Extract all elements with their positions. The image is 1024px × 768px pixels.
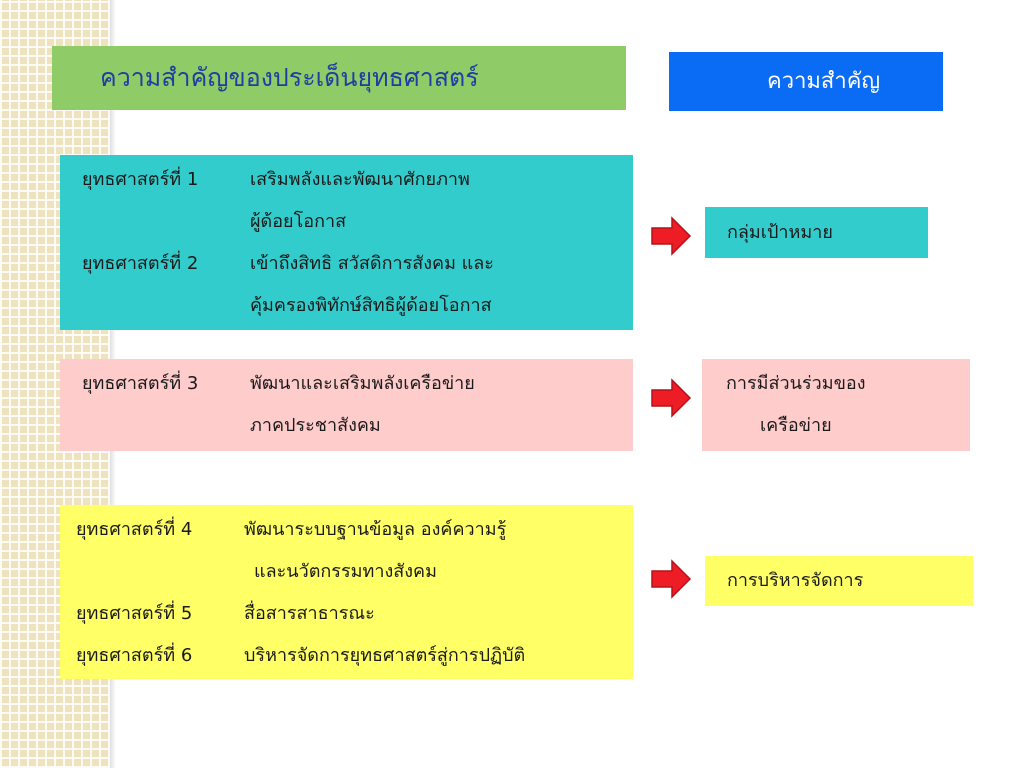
strategy-row: ภาคประชาสังคม: [60, 405, 633, 447]
result-line: เครือข่าย: [760, 415, 832, 436]
result-management: การบริหารจัดการ: [705, 556, 973, 606]
strategy-row: ยุทธศาสตร์ที่ 3 พัฒนาและเสริมพลังเครือข่…: [60, 363, 633, 405]
strategy-label: ยุทธศาสตร์ที่ 5: [76, 603, 193, 624]
strategy-label: ยุทธศาสตร์ที่ 1: [82, 169, 199, 190]
strategy-text: ภาคประชาสังคม: [250, 415, 381, 436]
strategy-text: พัฒนาและเสริมพลังเครือข่าย: [250, 373, 475, 394]
strategy-text: เสริมพลังและพัฒนาศักยภาพ: [250, 169, 470, 190]
strategy-row: ยุทธศาสตร์ที่ 6 บริหารจัดการยุทธศาสตร์สู…: [60, 635, 633, 677]
result-target-group: กลุ่มเป้าหมาย: [705, 207, 928, 258]
right-arrow-icon: [651, 216, 692, 256]
strategy-group-2: ยุทธศาสตร์ที่ 3 พัฒนาและเสริมพลังเครือข่…: [60, 359, 633, 451]
strategy-text: ผู้ด้อยโอกาส: [250, 211, 347, 232]
result-line: การมีส่วนร่วมของ: [726, 373, 866, 394]
strategy-text: เข้าถึงสิทธิ สวัสดิการสังคม และ: [250, 253, 494, 274]
strategy-row: ยุทธศาสตร์ที่ 2 เข้าถึงสิทธิ สวัสดิการสั…: [60, 243, 633, 285]
strategy-row: และนวัตกรรมทางสังคม: [60, 551, 633, 593]
strategy-group-3: ยุทธศาสตร์ที่ 4 พัฒนาระบบฐานข้อมูล องค์ค…: [60, 505, 633, 679]
strategy-row: คุ้มครองพิทักษ์สิทธิผู้ด้อยโอกาส: [60, 285, 633, 327]
strategy-label: ยุทธศาสตร์ที่ 3: [82, 373, 199, 394]
strategy-group-1: ยุทธศาสตร์ที่ 1 เสริมพลังและพัฒนาศักยภาพ…: [60, 155, 633, 330]
slide-title: ความสำคัญของประเด็นยุทธศาสตร์: [52, 46, 626, 110]
strategy-text: พัฒนาระบบฐานข้อมูล องค์ความรู้: [244, 519, 507, 540]
right-arrow-icon: [651, 559, 692, 599]
result-network-participation: การมีส่วนร่วมของ เครือข่าย: [702, 359, 970, 451]
strategy-label: ยุทธศาสตร์ที่ 4: [76, 519, 193, 540]
strategy-row: ผู้ด้อยโอกาส: [60, 201, 633, 243]
strategy-label: ยุทธศาสตร์ที่ 2: [82, 253, 199, 274]
importance-header: ความสำคัญ: [669, 52, 943, 111]
strategy-row: ยุทธศาสตร์ที่ 5 สื่อสารสาธารณะ: [60, 593, 633, 635]
strategy-text: บริหารจัดการยุทธศาสตร์สู่การปฏิบัติ: [244, 645, 526, 666]
strategy-text: สื่อสารสาธารณะ: [244, 603, 375, 624]
strategy-text: คุ้มครองพิทักษ์สิทธิผู้ด้อยโอกาส: [250, 295, 492, 316]
strategy-label: ยุทธศาสตร์ที่ 6: [76, 645, 193, 666]
strategy-row: ยุทธศาสตร์ที่ 1 เสริมพลังและพัฒนาศักยภาพ: [60, 159, 633, 201]
strategy-row: ยุทธศาสตร์ที่ 4 พัฒนาระบบฐานข้อมูล องค์ค…: [60, 509, 633, 551]
strategy-text: และนวัตกรรมทางสังคม: [254, 561, 437, 582]
right-arrow-icon: [651, 378, 692, 418]
